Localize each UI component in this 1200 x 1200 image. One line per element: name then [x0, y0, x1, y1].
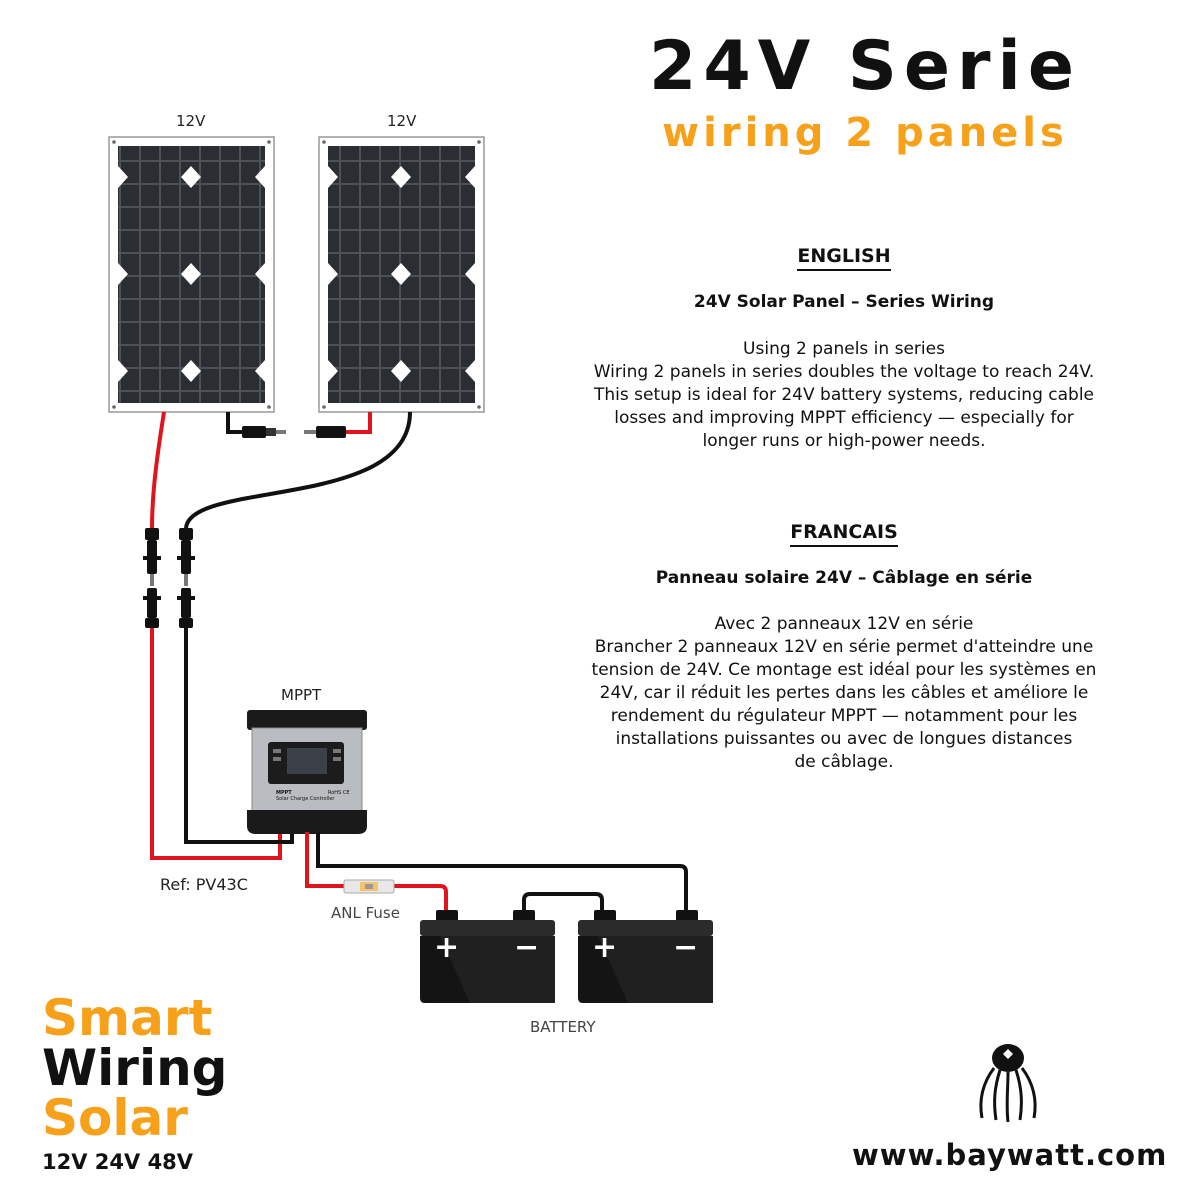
- english-line: longer runs or high-power needs.: [702, 431, 986, 451]
- mc4-connector-positive: [143, 528, 161, 628]
- english-line: Wiring 2 panels in series doubles the vo…: [593, 362, 1095, 382]
- english-line: Using 2 panels in series: [743, 339, 945, 359]
- english-body: Using 2 panels in series Wiring 2 panels…: [544, 338, 1144, 453]
- reference-label: Ref: PV43C: [160, 875, 248, 894]
- controller-model-text: Solar Charge Controller: [276, 796, 335, 802]
- english-heading: ENGLISH: [544, 245, 1144, 271]
- english-subheading: 24V Solar Panel – Series Wiring: [693, 292, 995, 312]
- negative-pv-wire: [184, 411, 412, 844]
- website-link[interactable]: www.baywatt.com: [852, 1138, 1168, 1172]
- french-heading: FRANCAIS: [544, 521, 1144, 547]
- panel-1-voltage-label: 12V: [176, 112, 206, 130]
- mc4-connector-negative: [177, 528, 195, 628]
- battery-label: BATTERY: [530, 1018, 596, 1036]
- french-line: tension de 24V. Ce montage est idéal pou…: [591, 660, 1097, 680]
- battery-1: [420, 910, 555, 1003]
- french-body: Avec 2 panneaux 12V en série Brancher 2 …: [544, 613, 1144, 774]
- french-line: 24V, car il réduit les pertes dans les c…: [599, 683, 1089, 703]
- brand-line-wiring: Wiring: [42, 1039, 228, 1097]
- battery-2: [578, 910, 713, 1003]
- english-line: This setup is ideal for 24V battery syst…: [593, 385, 1095, 405]
- anl-fuse-icon: [343, 879, 395, 894]
- mppt-controller: [247, 710, 367, 834]
- controller-cert-text: RoHS CE: [328, 790, 350, 796]
- solar-panel-1: [108, 136, 275, 413]
- french-line: rendement du régulateur MPPT — notamment…: [610, 706, 1078, 726]
- battery-1-plus-symbol: +: [434, 930, 460, 965]
- battery-2-minus-symbol: −: [673, 930, 699, 965]
- series-link-cable: [226, 412, 372, 438]
- battery-link-wire: [522, 892, 604, 912]
- english-line: losses and improving MPPT efficiency — e…: [614, 408, 1074, 428]
- solar-panel-2: [318, 136, 485, 413]
- battery-1-minus-symbol: −: [514, 930, 540, 965]
- controller-brand-text: MPPT: [276, 790, 292, 796]
- battery-2-plus-symbol: +: [592, 930, 618, 965]
- fuse-label: ANL Fuse: [331, 904, 400, 922]
- page-title: 24V Serie: [649, 27, 1081, 106]
- brand-voltages: 12V 24V 48V: [42, 1150, 194, 1174]
- brand-line-solar: Solar: [42, 1089, 188, 1147]
- brand-line-smart: Smart: [42, 989, 213, 1047]
- french-line: Avec 2 panneaux 12V en série: [714, 614, 974, 634]
- battery-negative-wire: [316, 832, 688, 912]
- page-subtitle: wiring 2 panels: [662, 110, 1068, 156]
- french-line: de câblage.: [794, 752, 894, 772]
- french-line: Brancher 2 panneaux 12V en série permet …: [594, 637, 1094, 657]
- battery-positive-wire: [305, 832, 352, 888]
- panel-2-voltage-label: 12V: [387, 112, 417, 130]
- baywatt-octopus-logo: [979, 1044, 1037, 1123]
- mppt-label: MPPT: [281, 686, 322, 704]
- french-line: installations puissantes ou avec de long…: [615, 729, 1073, 749]
- battery-positive-wire-2: [386, 884, 448, 912]
- french-subheading: Panneau solaire 24V – Câblage en série: [655, 568, 1033, 588]
